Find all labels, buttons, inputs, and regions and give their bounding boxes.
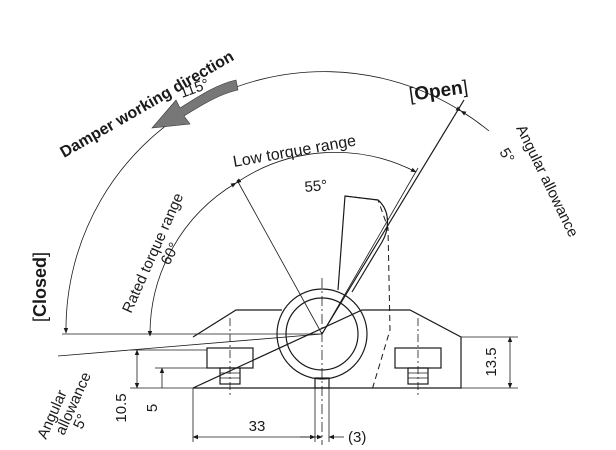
- arc-60-dimension: [147, 182, 237, 337]
- dim-5-label: 5: [144, 404, 161, 412]
- dim-13-5-label: 13.5: [483, 347, 500, 376]
- right-fastener: [394, 318, 442, 396]
- closed-label: [Closed]: [30, 252, 50, 322]
- allowance-left-line: [57, 333, 323, 357]
- low-torque-range-label: Low torque range: [232, 133, 358, 171]
- dim-10-5-label: 10.5: [113, 393, 130, 422]
- dim-33-label: 33: [249, 418, 266, 435]
- open-position-line: [321, 99, 465, 335]
- arc-55-dimension: [235, 151, 417, 184]
- damper-direction-arrow: [151, 79, 239, 129]
- damper-base: [192, 309, 462, 389]
- angular-allowance-right-label: Angular allowance: [512, 122, 581, 240]
- low-torque-start-line: [236, 179, 323, 335]
- angle-5-left-label: 5°: [70, 412, 91, 432]
- damper-direction-label: Damper working direction: [58, 48, 237, 161]
- low-torque-end-line: [321, 167, 419, 335]
- open-text: Open: [413, 78, 464, 106]
- open-label: [Open]: [408, 77, 469, 106]
- closed-text: Closed: [30, 257, 50, 317]
- angle-5-right-label: 5°: [496, 145, 518, 166]
- damper-arm: [337, 195, 389, 293]
- angle-55-label: 55°: [304, 177, 328, 196]
- hub-outer: [276, 288, 368, 380]
- arc-allowance-right: [460, 110, 490, 132]
- dim-3-label: (3): [348, 429, 366, 446]
- damper-arm-dashed: [344, 195, 391, 391]
- left-fastener: [206, 318, 254, 396]
